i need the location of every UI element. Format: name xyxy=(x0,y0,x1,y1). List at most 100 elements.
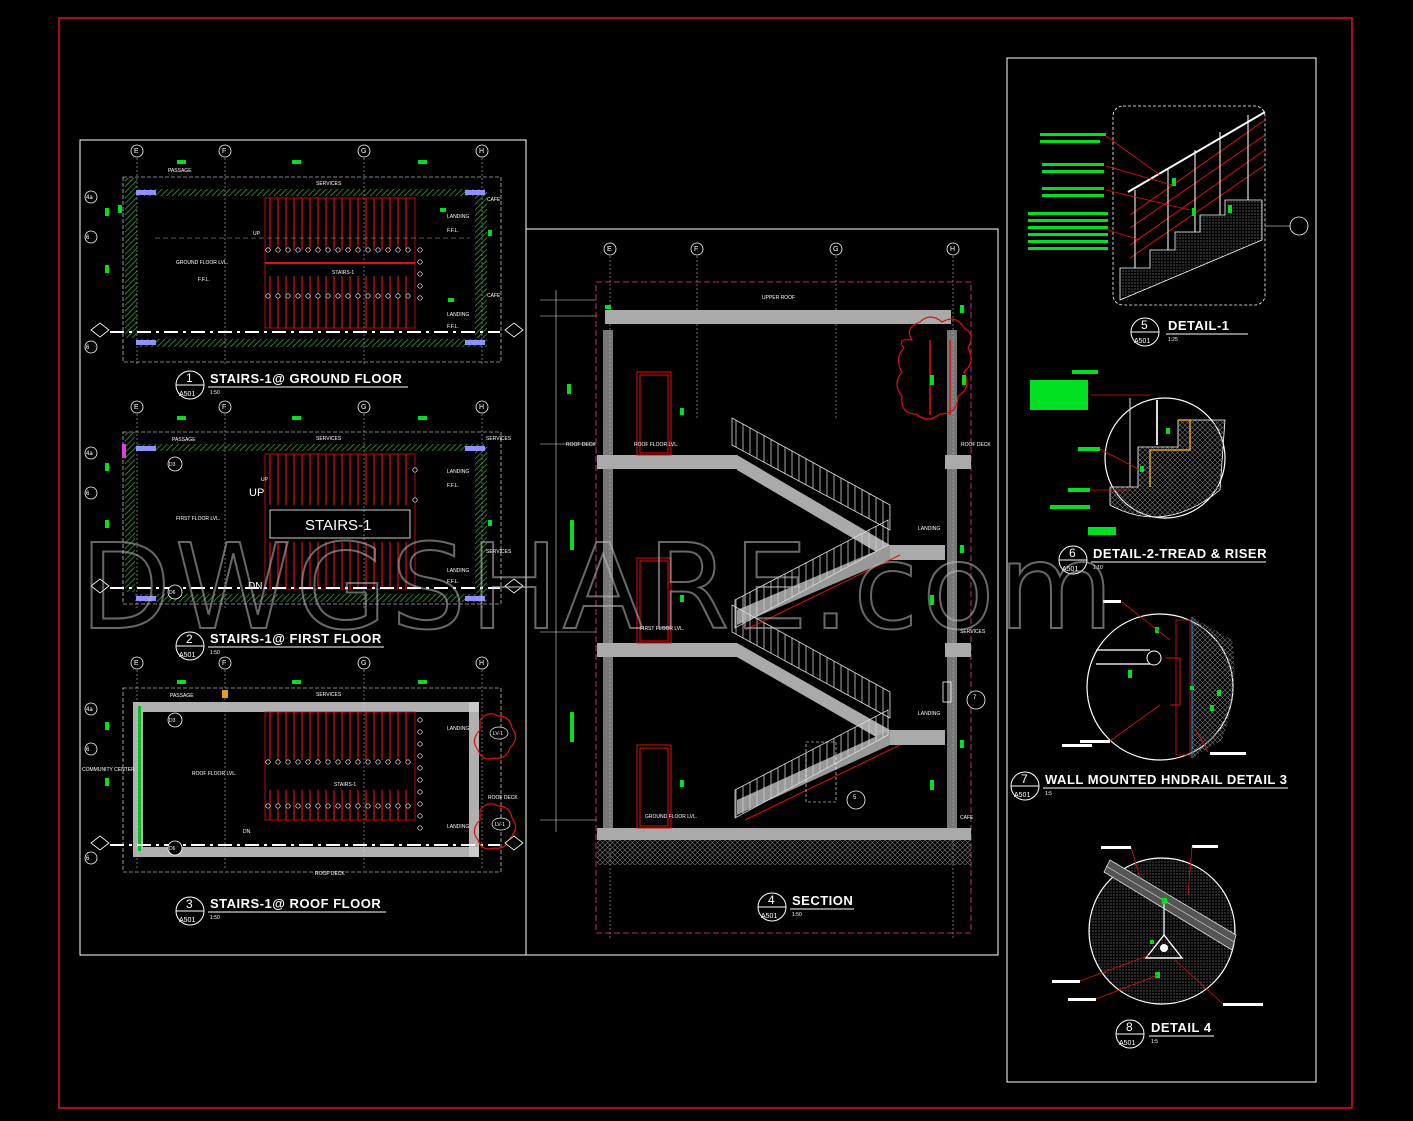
label-services: SERVICES xyxy=(960,629,986,635)
label-passage: PASSAGE xyxy=(172,437,196,443)
plan-3-sheet: A501 xyxy=(179,917,195,924)
baluster-post xyxy=(325,759,331,765)
title-detail-2: 6 A501 DETAIL-2-TREAD & RISER 1:10 xyxy=(1058,545,1267,575)
label-ground-floor: GROUND FLOOR LVL. xyxy=(645,814,697,820)
baluster-post xyxy=(275,247,281,253)
grid-label: E xyxy=(134,660,139,667)
title-plan-2: 2 A501 STAIRS-1@ FIRST FLOOR 1:50 xyxy=(175,631,384,661)
plan-roof-floor: LV-1 LV-1 D3 D6 PASSAGE SERVICES ROOF FL… xyxy=(82,656,524,926)
plan-first-floor: D3 D6 PASSAGE SERVICES SERVICES SERVICES… xyxy=(84,400,524,661)
callout-7: 7 xyxy=(973,695,977,701)
label-landing: LANDING xyxy=(918,526,940,532)
door-tag-2: D6 xyxy=(169,590,176,596)
label-landing-2: LANDING xyxy=(918,711,940,717)
plan-3-title: STAIRS-1@ ROOF FLOOR xyxy=(210,896,381,911)
baluster-post xyxy=(395,759,401,765)
baluster-post xyxy=(315,759,321,765)
label-services-3: SERVICES xyxy=(486,549,512,555)
label-services: SERVICES xyxy=(316,692,342,698)
label-roof-deck: ROOF DECK xyxy=(566,442,596,448)
plan-1-scale: 1:50 xyxy=(210,390,220,396)
label-cafe: CAFE xyxy=(487,197,501,203)
grid-label: E xyxy=(134,404,139,411)
label-services-2: SERVICES xyxy=(486,436,512,442)
label-ffl-3: F.F.L. xyxy=(198,277,210,283)
label-cafe: CAFE xyxy=(960,815,974,821)
baluster-post xyxy=(375,247,381,253)
baluster-post xyxy=(405,293,411,299)
label-services: SERVICES xyxy=(316,181,342,187)
baluster-post xyxy=(417,765,423,771)
baluster-post xyxy=(417,789,423,795)
label-level: GROUND FLOOR LVL. xyxy=(176,260,228,266)
baluster-post xyxy=(265,247,271,253)
grid-label: E xyxy=(134,148,139,155)
baluster-post xyxy=(355,803,361,809)
grid-label: F xyxy=(222,148,226,155)
plan-2-title: STAIRS-1@ FIRST FLOOR xyxy=(210,631,382,646)
row-label: 4a xyxy=(86,707,93,713)
section-scale: 1:50 xyxy=(792,912,802,918)
label-ffl-2: F.F.L. xyxy=(447,324,459,330)
detail-2-title: DETAIL-2-TREAD & RISER xyxy=(1093,546,1267,561)
label-roof-deck-2: ROOF DECK xyxy=(961,442,991,448)
label-first-floor: FIRST FLOOR LVL. xyxy=(640,626,684,632)
detail-3-scale: 1:5 xyxy=(1045,791,1052,797)
baluster-post xyxy=(305,759,311,765)
row-label: 6 xyxy=(86,856,90,862)
detail-1-number: 5 xyxy=(1141,318,1148,332)
baluster-post xyxy=(335,293,341,299)
label-level: FIRST FLOOR LVL. xyxy=(176,516,220,522)
title-plan-1: 1 A501 STAIRS-1@ GROUND FLOOR 1:50 xyxy=(175,370,408,400)
label-dn: DN. xyxy=(243,829,252,835)
label-ffl: F.F.L. xyxy=(447,228,459,234)
baluster-post xyxy=(275,759,281,765)
detail-3: 7 A501 WALL MOUNTED HNDRAIL DETAIL 3 1:5 xyxy=(1010,600,1288,801)
plan-3-scale: 1:50 xyxy=(210,915,220,921)
baluster-post xyxy=(305,803,311,809)
row-label: 6 xyxy=(86,747,90,753)
baluster-post xyxy=(295,759,301,765)
plan-2-sheet: A501 xyxy=(179,652,195,659)
detail-3-title: WALL MOUNTED HNDRAIL DETAIL 3 xyxy=(1045,772,1287,787)
tag-lv1: LV-1 xyxy=(493,731,503,737)
grid-label: H xyxy=(479,660,484,667)
plan-1-number: 1 xyxy=(186,371,193,385)
detail-1-scale: 1:25 xyxy=(1168,337,1178,343)
label-up: UP xyxy=(249,487,264,499)
detail-4: 8 A501 DETAIL 4 1:5 xyxy=(1052,845,1263,1049)
label-passage: PASSAGE xyxy=(170,693,194,699)
baluster-post xyxy=(305,293,311,299)
baluster-post xyxy=(335,759,341,765)
detail-4-title: DETAIL 4 xyxy=(1151,1020,1212,1035)
label-roof-deck-2: ROOF DECK xyxy=(315,871,345,877)
baluster-post xyxy=(365,247,371,253)
baluster-post xyxy=(395,803,401,809)
plan-ground-floor: PASSAGE SERVICES CAFE CAFE GROUND FLOOR … xyxy=(84,144,524,400)
grid-label: G xyxy=(361,148,366,155)
baluster-post xyxy=(417,271,423,277)
detail-2-number: 6 xyxy=(1069,546,1076,560)
label-landing: LANDING xyxy=(447,469,469,475)
baluster-post xyxy=(395,247,401,253)
label-up-small: UP xyxy=(261,477,269,483)
baluster-post xyxy=(375,759,381,765)
baluster-post xyxy=(365,803,371,809)
detail-2: 6 A501 DETAIL-2-TREAD & RISER 1:10 xyxy=(1030,370,1267,575)
grid-label: E xyxy=(607,246,612,253)
baluster-post xyxy=(325,247,331,253)
detail-4-number: 8 xyxy=(1126,1020,1133,1034)
baluster-post xyxy=(345,247,351,253)
details-panel xyxy=(1006,57,1317,1083)
baluster-post xyxy=(285,803,291,809)
title-detail-4: 8 A501 DETAIL 4 1:5 xyxy=(1115,1019,1214,1049)
grid-label: H xyxy=(479,404,484,411)
row-label: 4a xyxy=(86,195,93,201)
baluster-post xyxy=(405,759,411,765)
baluster-post xyxy=(417,741,423,747)
label-upper-roof: UPPER ROOF xyxy=(762,295,795,301)
baluster-post xyxy=(275,293,281,299)
baluster-post xyxy=(417,729,423,735)
